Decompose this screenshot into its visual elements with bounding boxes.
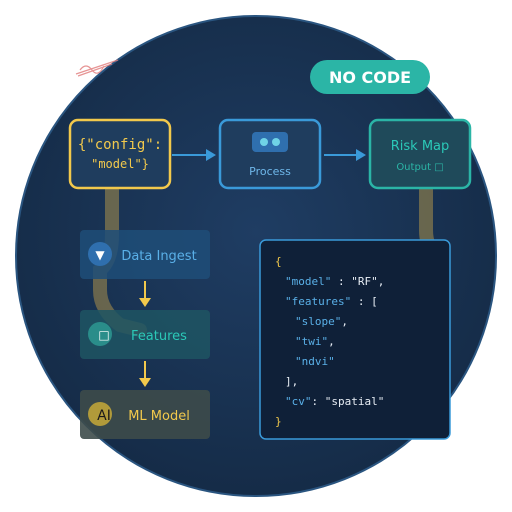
code-token: "model" — [285, 275, 331, 288]
process-label: Process — [249, 165, 291, 178]
code-line: ], — [285, 375, 298, 388]
code-line: "ndvi" — [295, 355, 335, 368]
code-token: "features" — [285, 295, 351, 308]
code-token: : [ — [351, 295, 378, 308]
arrow-process-to-output — [324, 149, 366, 161]
triangle-down-icon: ▼ — [95, 248, 105, 262]
code-token: ], — [285, 375, 298, 388]
code-line: "twi", — [295, 335, 335, 348]
decorative-scribble — [75, 59, 119, 77]
pipeline-step-ml-model: AI ML Model — [80, 390, 210, 439]
config-line-1: {"config": — [78, 137, 162, 153]
code-line: "cv": "spatial" — [285, 395, 384, 408]
code-token: "slope" — [295, 315, 341, 328]
pipeline-step-data-ingest: ▼ Data Ingest — [80, 230, 210, 279]
pipeline-step-features: □ Features — [80, 310, 210, 359]
no-code-badge: NO CODE — [310, 60, 430, 94]
code-lines: {"model" : "RF","features" : ["slope","t… — [275, 255, 384, 428]
no-code-label: NO CODE — [329, 68, 411, 87]
code-token: , — [341, 315, 348, 328]
arrow-config-to-process — [172, 149, 216, 161]
code-line: "features" : [ — [285, 295, 378, 308]
code-token: "twi" — [295, 335, 328, 348]
code-token: "cv" — [285, 395, 312, 408]
ml-model-label: ML Model — [128, 409, 190, 424]
code-token: "spatial" — [325, 395, 385, 408]
output-subtitle: Output □ — [396, 162, 443, 173]
config-box: {"config": "model"} — [68, 118, 172, 190]
code-token: : — [312, 395, 325, 408]
config-line-2: "model"} — [91, 157, 149, 171]
process-box: Process — [218, 118, 322, 190]
ai-icon: AI — [97, 408, 111, 424]
dots-icon — [252, 132, 288, 152]
features-label: Features — [131, 329, 187, 344]
code-token: , — [378, 275, 385, 288]
code-token: { — [275, 255, 282, 268]
code-line: "slope", — [295, 315, 348, 328]
code-line: { — [275, 255, 282, 268]
code-line: "model" : "RF", — [285, 275, 384, 288]
code-token: } — [275, 415, 282, 428]
code-token: "RF" — [351, 275, 378, 288]
output-title: Risk Map — [391, 139, 450, 154]
output-box: Risk Map Output □ — [368, 118, 472, 190]
code-panel: {"model" : "RF","features" : ["slope","t… — [259, 239, 451, 440]
code-token: "ndvi" — [295, 355, 335, 368]
code-line: } — [275, 415, 282, 428]
arrow-ingest-to-features — [139, 281, 151, 307]
code-token: , — [328, 335, 335, 348]
arrow-features-to-model — [139, 361, 151, 387]
code-token: : — [331, 275, 351, 288]
data-ingest-label: Data Ingest — [121, 249, 196, 264]
square-icon: □ — [98, 328, 109, 342]
